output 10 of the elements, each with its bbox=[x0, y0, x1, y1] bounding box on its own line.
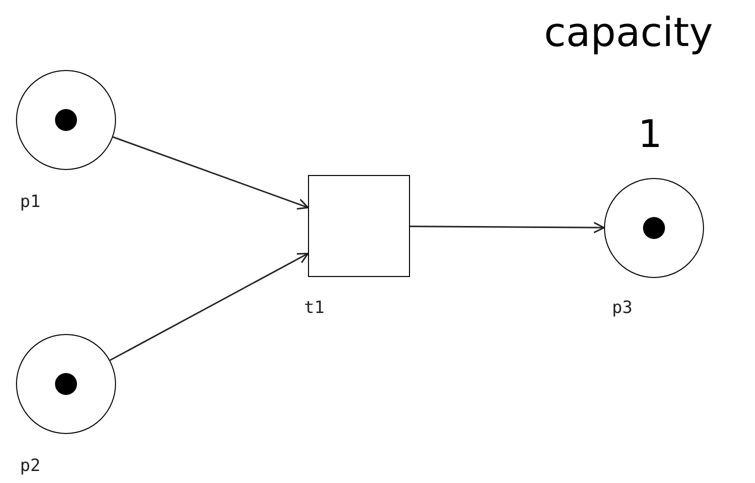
node-label: p3 bbox=[612, 298, 632, 318]
transition-box bbox=[308, 175, 410, 277]
arrow bbox=[110, 252, 309, 361]
capacity-value: 1 bbox=[638, 112, 662, 156]
arrow bbox=[112, 136, 309, 210]
node-label: p1 bbox=[20, 192, 40, 212]
capacity-label: capacity bbox=[544, 10, 713, 56]
node-label: t1 bbox=[304, 298, 324, 318]
node-label: p2 bbox=[20, 456, 40, 476]
arrow bbox=[410, 222, 605, 234]
